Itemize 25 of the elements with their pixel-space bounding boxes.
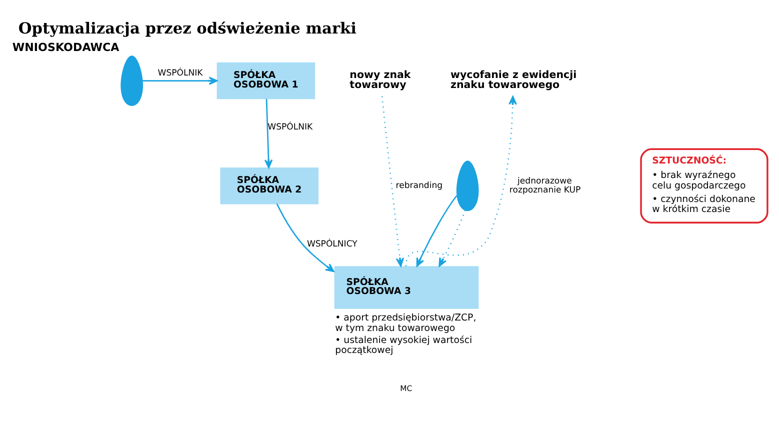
arrow xyxy=(438,210,466,266)
node-label: WNIOSKODAWCA xyxy=(12,40,120,54)
arrow xyxy=(405,95,517,266)
arrow xyxy=(264,98,273,168)
node-text: wycofanie z ewidencji znaku towarowego xyxy=(450,68,577,91)
node-box: SZTUCZNOŚĆ: • brak wyraźnego celu gospodarczego • czynności dokonane w krótkim czasie xyxy=(640,148,768,223)
edge-label: WSPÓLNIK xyxy=(158,68,203,78)
arrow xyxy=(142,76,218,84)
arrow xyxy=(381,96,404,266)
diagram-title: Optymalizacja przez odświeżenie marki xyxy=(18,18,357,37)
node-person xyxy=(456,160,479,211)
node-text: nowy znak towarowy xyxy=(350,68,411,91)
arrow xyxy=(416,194,458,266)
node-box: SPÓŁKA OSOBOWA 2 xyxy=(220,167,318,204)
edge-label: WSPÓLNIK xyxy=(268,122,313,132)
node-label: • aport przedsiębiorstwa/ZCP, w tym znaku towarowego xyxy=(335,312,476,334)
arrow xyxy=(276,203,334,272)
edge-label: jednorazowe rozpoznanie KUP xyxy=(509,176,581,196)
node-box: SPÓŁKA OSOBOWA 1 xyxy=(216,62,316,99)
edge-label: rebranding xyxy=(396,180,443,191)
label: MC xyxy=(400,384,412,393)
node-person xyxy=(120,55,143,106)
node-label: • ustalenie wysokiej wartości początkowej xyxy=(335,334,472,356)
edge-label: WSPÓLNICY xyxy=(306,239,358,250)
node-box: SPÓŁKA OSOBOWA 3 xyxy=(334,266,479,308)
